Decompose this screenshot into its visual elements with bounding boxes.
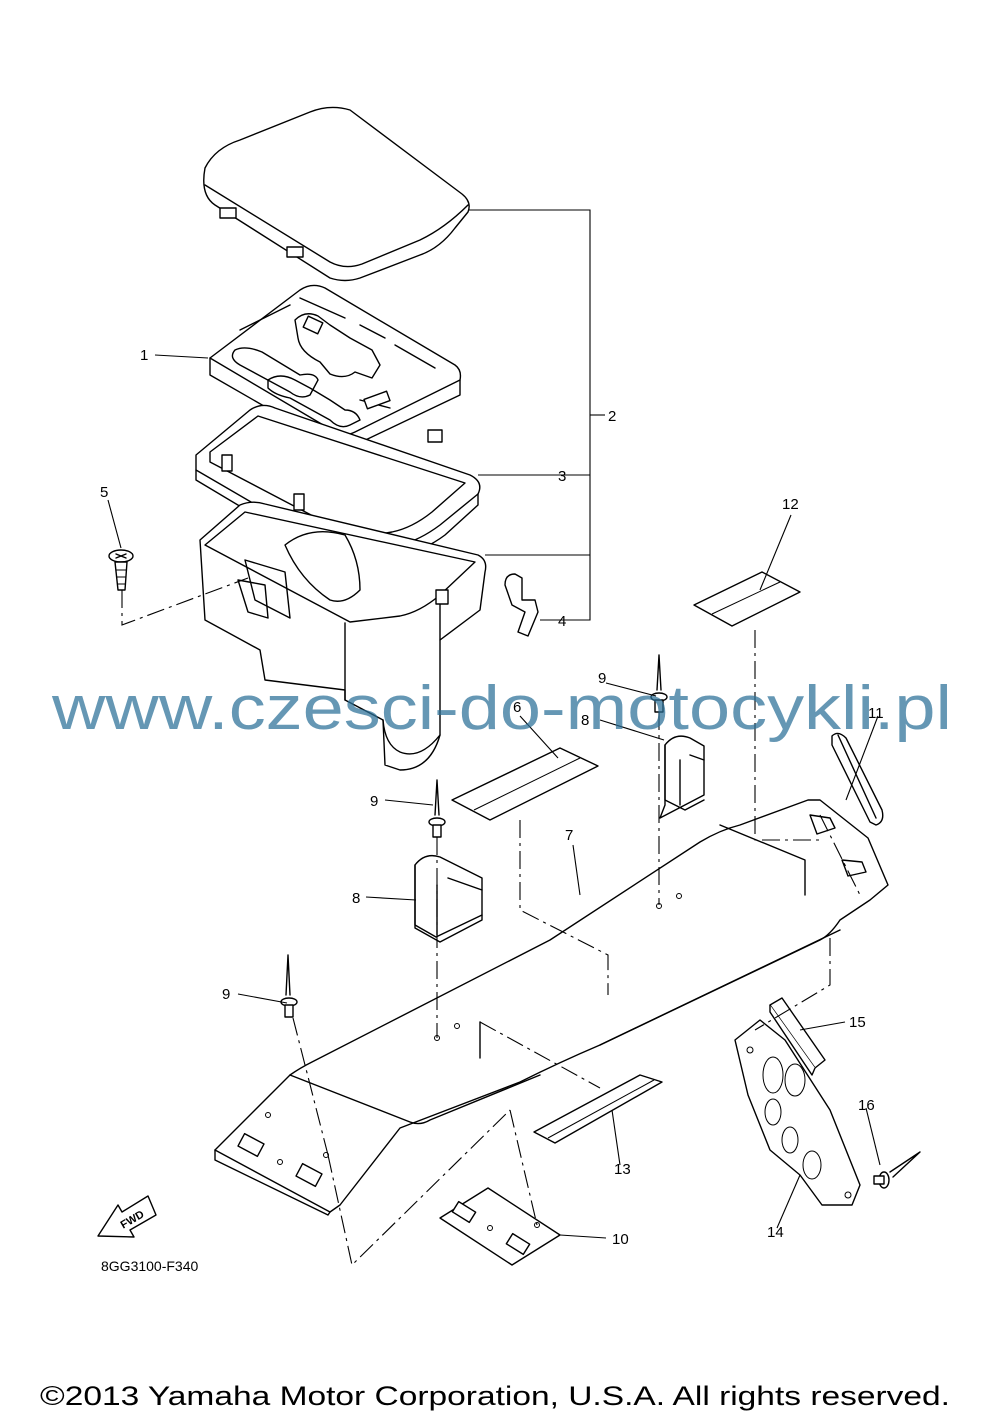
callout-9-lower: 9	[222, 986, 230, 1003]
callout-3: 3	[558, 468, 566, 485]
callout-4: 4	[558, 613, 566, 630]
callout-14: 14	[767, 1224, 784, 1241]
clip-tab	[427, 429, 443, 443]
callout-16: 16	[858, 1097, 875, 1114]
lid-tab	[219, 207, 237, 219]
storage-box-body	[199, 501, 487, 771]
box-tab	[435, 589, 449, 605]
callout-8-upper: 8	[581, 712, 589, 729]
callout-13: 13	[614, 1161, 631, 1178]
callout-12: 12	[782, 496, 799, 513]
rivet-16	[873, 1151, 921, 1189]
callout-10: 10	[612, 1231, 629, 1248]
box-clip	[504, 573, 539, 637]
callout-15: 15	[849, 1014, 866, 1031]
bracket-lower	[414, 854, 483, 943]
label-13	[533, 1074, 663, 1144]
storage-lid	[203, 106, 470, 282]
callout-9-upper: 9	[598, 670, 606, 687]
callout-2: 2	[608, 408, 616, 425]
callout-9-middle: 9	[370, 793, 378, 810]
base-tray	[214, 799, 889, 1216]
pad	[769, 997, 826, 1076]
lid-tab	[286, 246, 304, 258]
screw	[108, 549, 134, 591]
socket-hole	[302, 315, 324, 335]
clip-tab	[293, 493, 305, 511]
rivet-lower	[280, 954, 298, 1018]
watermark-text: www.czesci-do-motocykli.pl	[51, 674, 952, 743]
callout-7: 7	[565, 827, 573, 844]
drawing-code: 8GG3100-F340	[101, 1258, 198, 1274]
label-12	[693, 571, 801, 627]
plate	[439, 1187, 561, 1266]
callout-6: 6	[513, 699, 521, 716]
callout-1: 1	[140, 347, 148, 364]
tool-holder	[363, 390, 391, 410]
cable-guide	[831, 732, 884, 826]
bracket-upper	[659, 735, 705, 819]
callout-8-lower: 8	[352, 890, 360, 907]
guard-plate	[734, 1019, 861, 1206]
rivet-middle	[428, 779, 446, 838]
callout-5: 5	[100, 484, 108, 501]
copyright-text: ©2013 Yamaha Motor Corporation, U.S.A. A…	[40, 1381, 950, 1411]
callout-11: 11	[868, 705, 884, 722]
fwd-arrow-icon: FWD	[97, 1195, 157, 1238]
label-6	[451, 747, 599, 821]
clip-tab	[221, 454, 233, 472]
